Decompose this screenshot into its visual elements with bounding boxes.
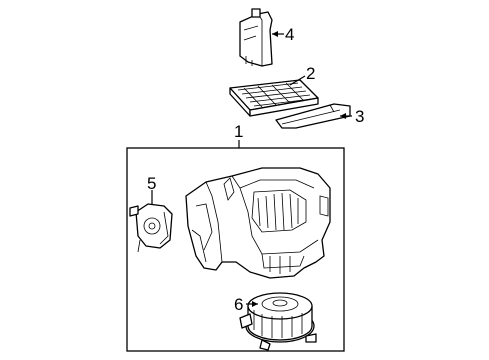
callout-2: 2 bbox=[306, 64, 315, 83]
part-4-resistor bbox=[239, 8, 273, 67]
blower-assembly-frame bbox=[126, 147, 345, 352]
callout-1: 1 bbox=[234, 122, 243, 141]
callout-4: 4 bbox=[285, 25, 294, 44]
callout-3: 3 bbox=[355, 107, 364, 126]
callout-5: 5 bbox=[147, 174, 156, 193]
part-5-actuator bbox=[129, 203, 173, 253]
part-1-blower-housing bbox=[185, 167, 331, 279]
part-6-blower-motor bbox=[239, 292, 317, 351]
part-2-air-filter bbox=[229, 79, 319, 117]
callout-6: 6 bbox=[234, 295, 243, 314]
leader-2 bbox=[289, 75, 306, 86]
